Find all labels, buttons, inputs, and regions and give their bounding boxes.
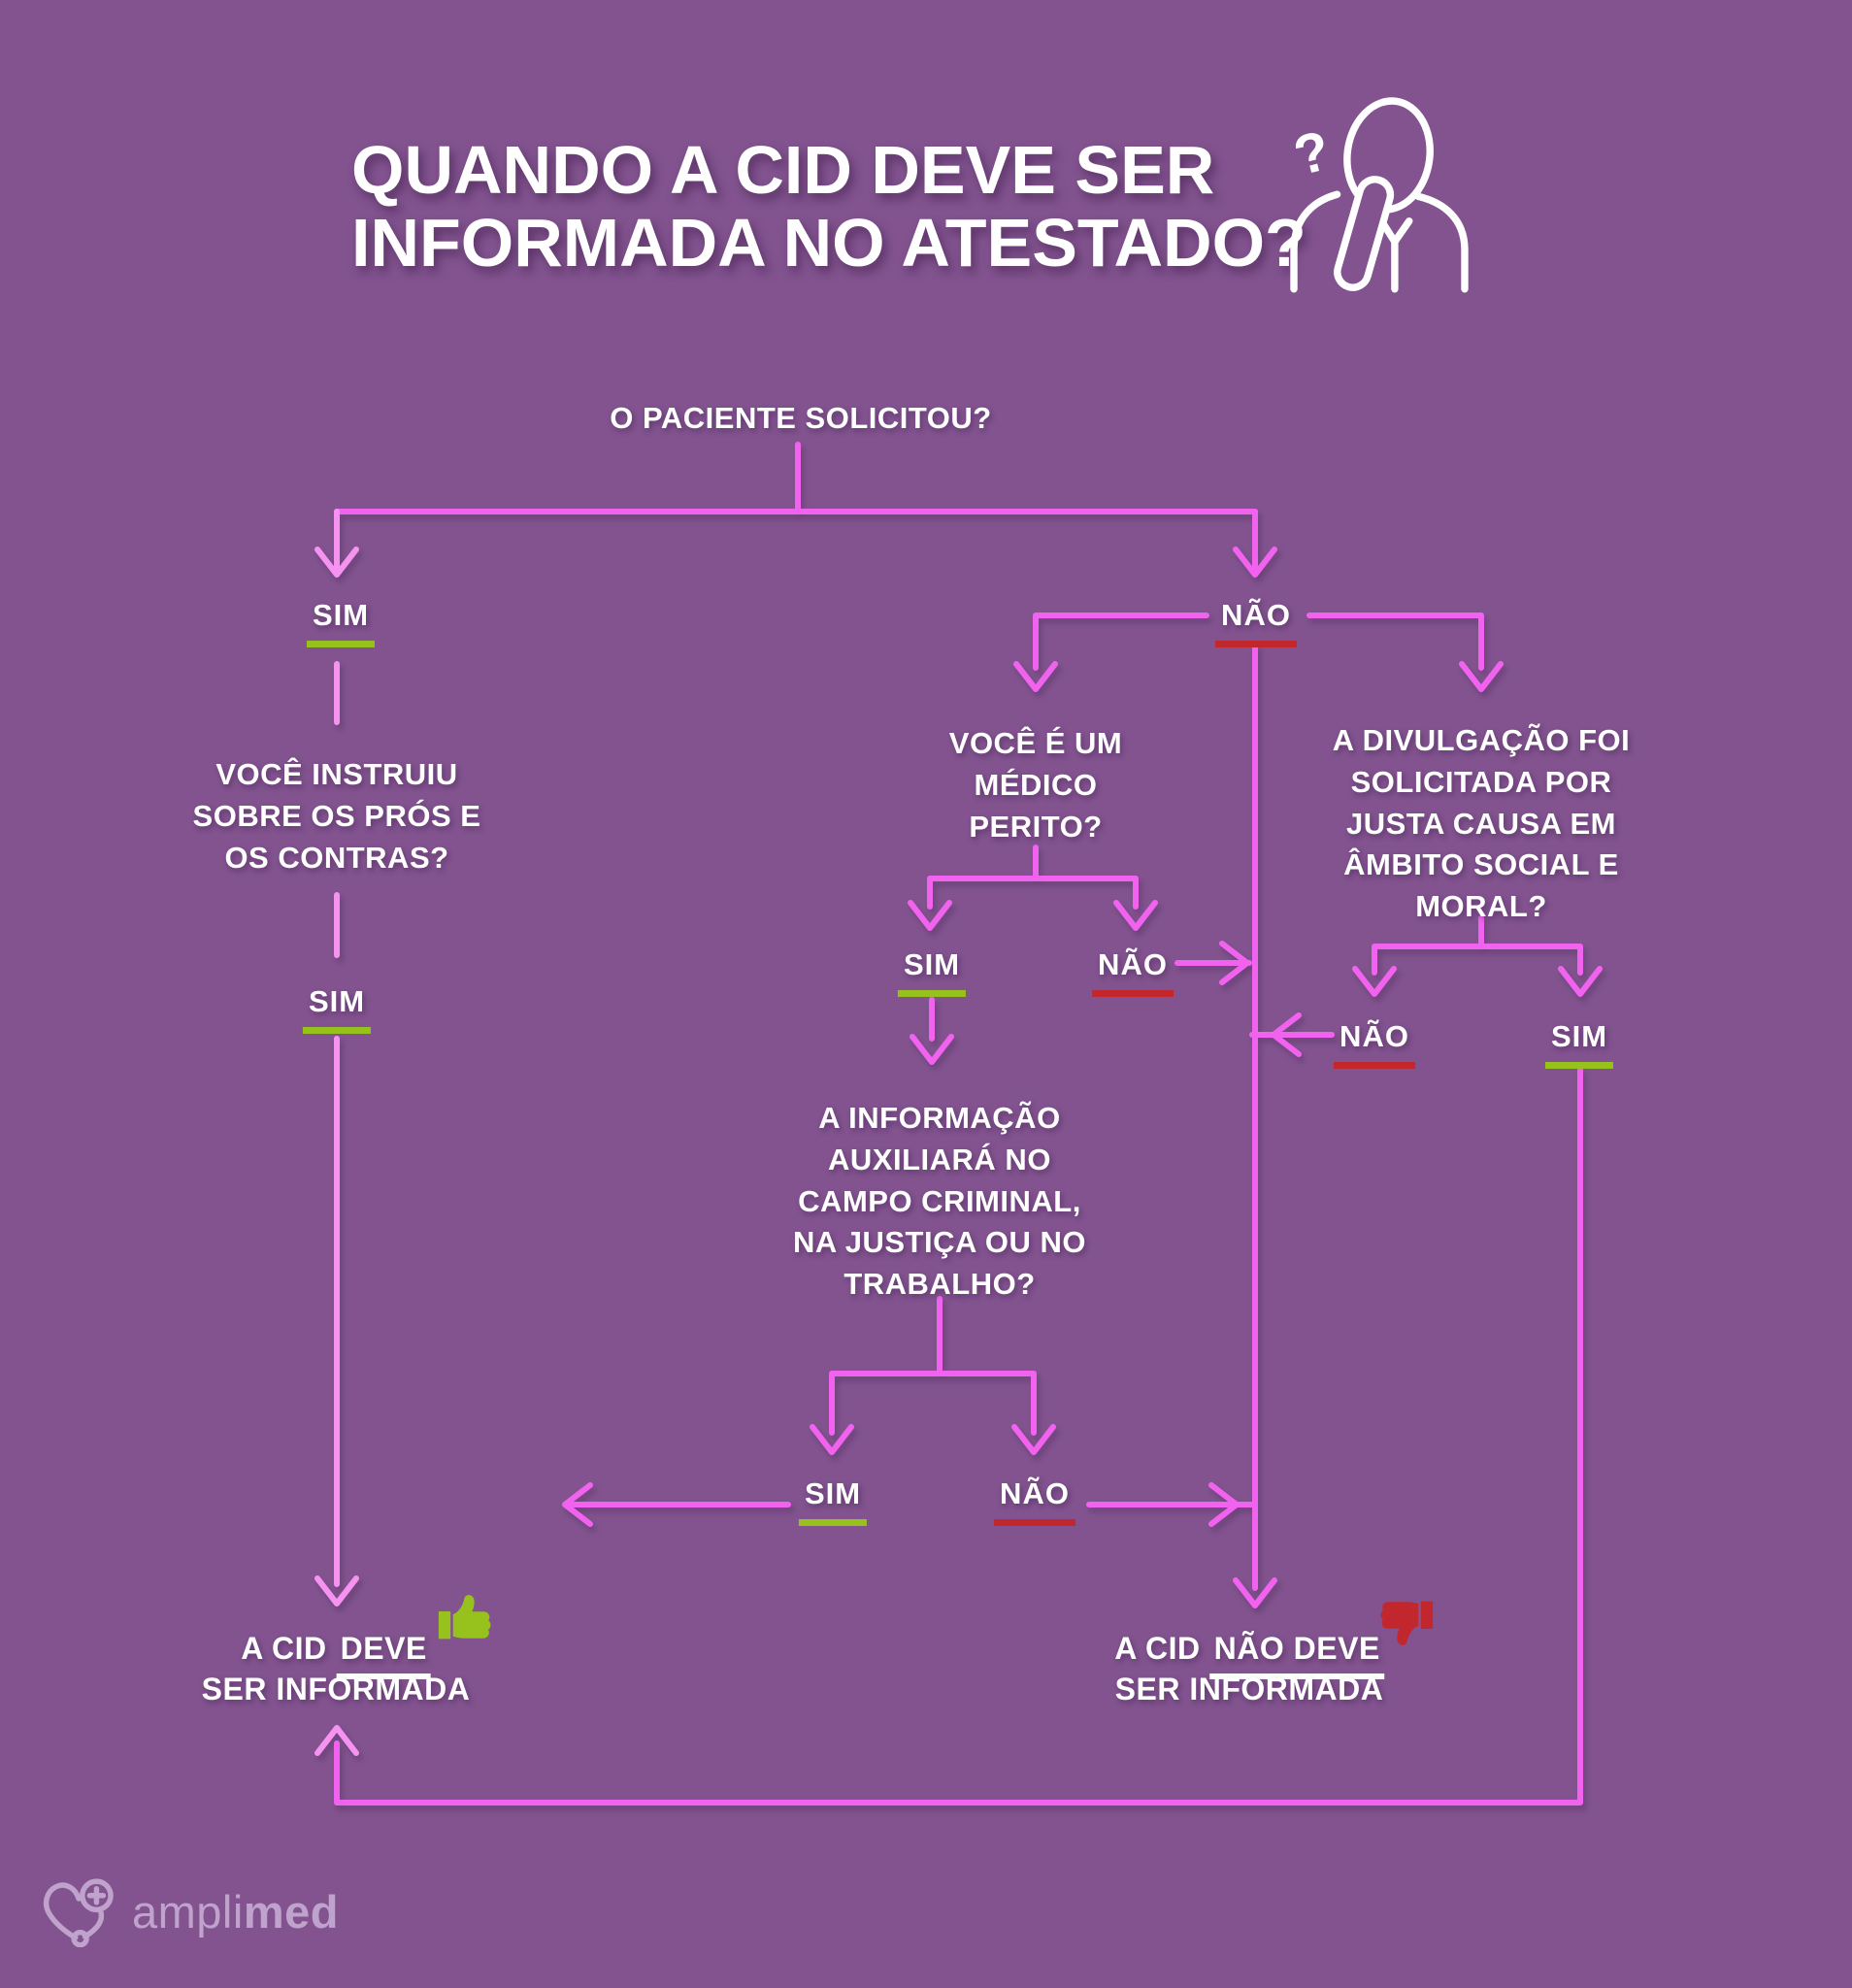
result-positive: A CID DEVE SER INFORMADA (202, 1628, 471, 1709)
label-nao: NÃO (1215, 598, 1297, 647)
thinking-person-icon: ? (1288, 97, 1469, 293)
branch-label-nao-1: NÃO (1215, 598, 1297, 647)
result-positive-line2: SER INFORMADA (201, 1672, 471, 1707)
branch-label-nao-5: NÃO (994, 1476, 1075, 1526)
thumbs-up-icon (438, 1595, 491, 1640)
label-nao: NÃO (1092, 947, 1174, 997)
amplimed-logo: amplimed (41, 1875, 339, 1947)
thumbs-down-icon (1380, 1601, 1434, 1645)
question-instructed: VOCÊ INSTRUIU SOBRE OS PRÓS E OS CONTRAS… (192, 757, 481, 875)
label-sim: SIM (897, 947, 967, 997)
result-positive-line1: A CID DEVE (202, 1628, 471, 1680)
label-nao: NÃO (994, 1476, 1075, 1526)
branch-label-sim-2: SIM (302, 984, 372, 1034)
result-text: A CID (241, 1631, 327, 1666)
branch-label-sim-3: SIM (897, 947, 967, 997)
label-sim: SIM (306, 598, 376, 647)
label-nao: NÃO (1334, 1019, 1415, 1069)
amplimed-wordmark: amplimed (132, 1885, 339, 1938)
question-expert: VOCÊ É UM MÉDICO PERITO? (948, 726, 1123, 844)
label-sim: SIM (1544, 1019, 1614, 1069)
branch-label-sim-5: SIM (798, 1476, 868, 1526)
result-text: A CID (1114, 1631, 1201, 1666)
brand-text-light: ampli (132, 1885, 244, 1938)
label-sim: SIM (302, 984, 372, 1034)
label-sim: SIM (798, 1476, 868, 1526)
question-start: O PACIENTE SOLICITOU? (610, 401, 992, 435)
branch-label-sim-1: SIM (306, 598, 376, 647)
branch-label-nao-3: NÃO (1092, 947, 1174, 997)
amplimed-heart-stethoscope-icon (43, 1878, 114, 1947)
underlined-word: DEVE (336, 1628, 431, 1680)
question-information: A INFORMAÇÃO AUXILIARÁ NO CAMPO CRIMINAL… (793, 1101, 1086, 1302)
result-negative-line2: SER INFORMADA (1114, 1672, 1384, 1707)
page-title: QUANDO A CID DEVE SER INFORMADA NO ATEST… (351, 132, 1306, 281)
brand-text-bold: med (243, 1885, 339, 1938)
underlined-word: NÃO DEVE (1209, 1628, 1384, 1680)
branch-label-nao-4: NÃO (1334, 1019, 1415, 1069)
branch-label-sim-4: SIM (1544, 1019, 1614, 1069)
question-disclosure: A DIVULGAÇÃO FOI SOLICITADA POR JUSTA CA… (1332, 723, 1631, 924)
svg-text:?: ? (1288, 119, 1336, 188)
